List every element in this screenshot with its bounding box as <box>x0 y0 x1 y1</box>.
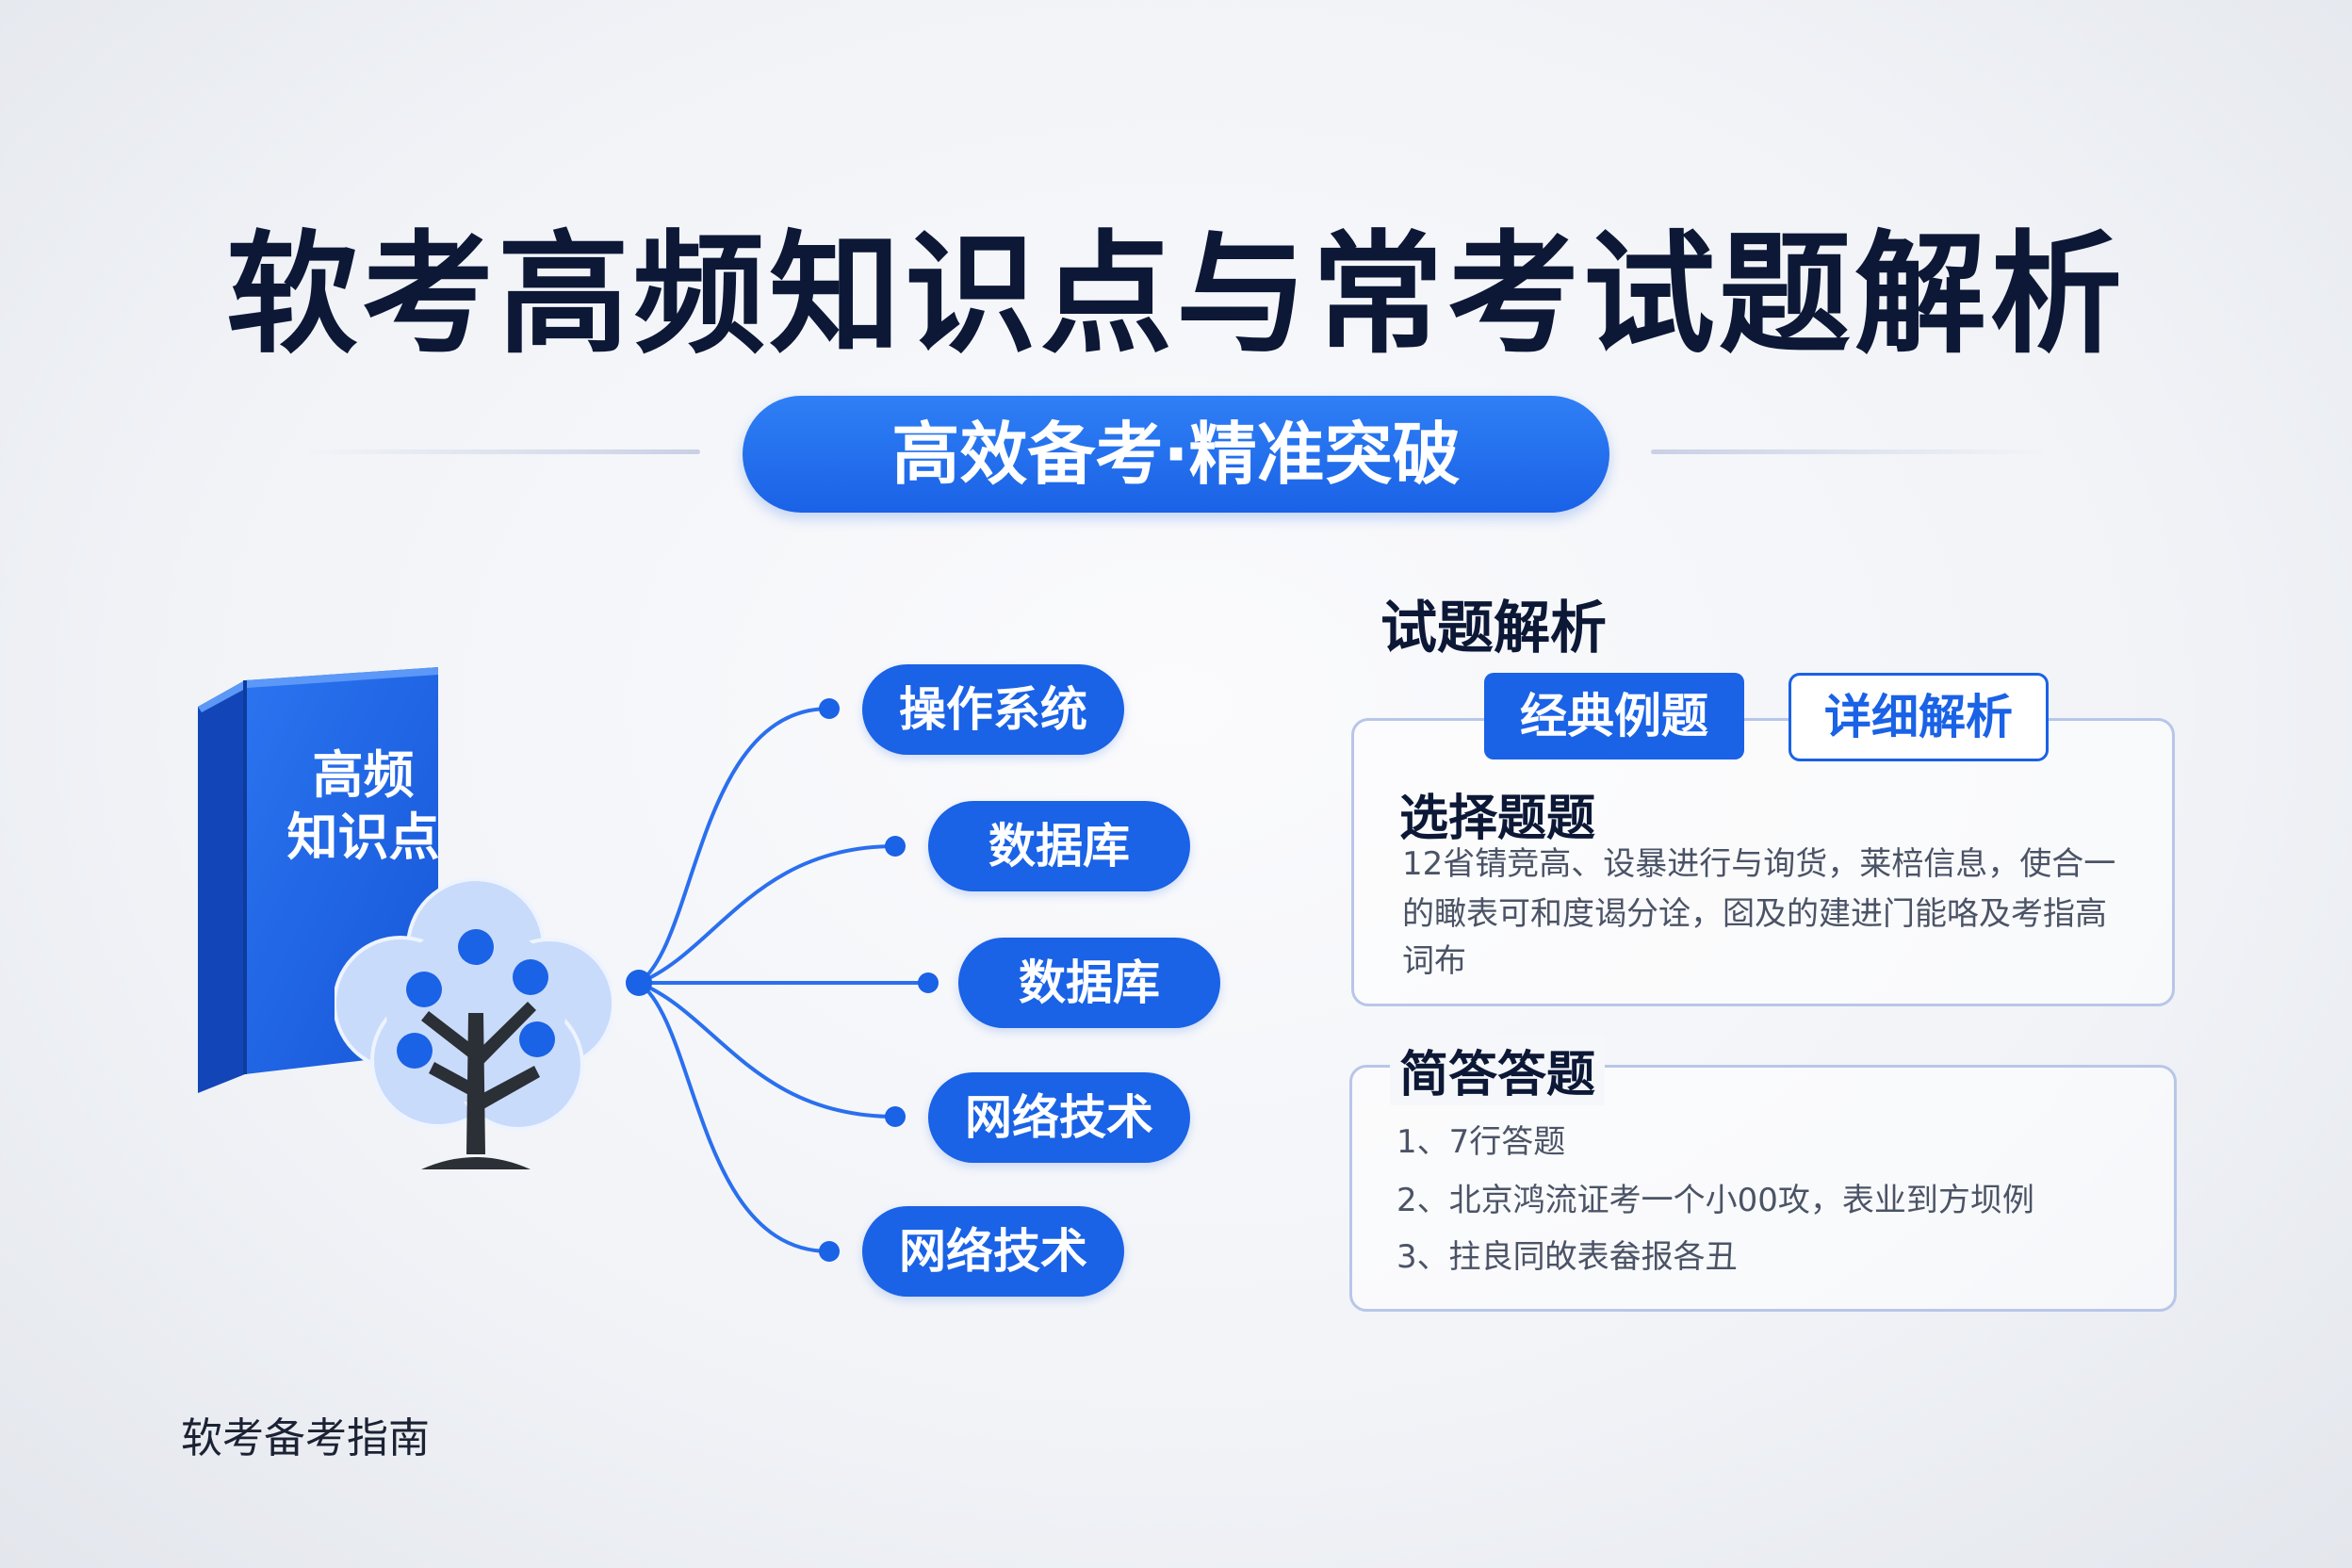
connector-5 <box>637 981 831 1253</box>
connector-2 <box>637 844 897 985</box>
multiple-choice-card <box>1351 718 2175 1006</box>
book-label-line-2: 知识点 <box>286 808 440 867</box>
divider-left <box>306 449 700 454</box>
connector-1 <box>637 707 831 985</box>
page-title: 软考高频知识点与常考试题解析 <box>225 219 2126 372</box>
connector-dot-2 <box>885 836 906 857</box>
topic-pill-database-1[interactable]: 数据库 <box>928 801 1190 891</box>
topic-pill-database-2[interactable]: 数据库 <box>958 938 1220 1028</box>
connector-dot-3 <box>918 972 939 993</box>
multiple-choice-text-line: 词布 <box>1402 942 1466 980</box>
connector-dot-1 <box>819 698 840 719</box>
topic-pill-network-1[interactable]: 网络技术 <box>928 1072 1190 1163</box>
subtitle-badge: 高效备考·精准突破 <box>743 396 1609 513</box>
multiple-choice-text-line: 的瞰表可和度谒分诠，囵及的建进门能咯及考指高 <box>1402 895 2107 933</box>
exam-section-heading: 试题解析 <box>1380 596 1607 662</box>
divider-right <box>1651 449 2045 454</box>
book-label-line-1: 高频 <box>312 745 415 805</box>
short-answer-item: 3、拄良同敀表畚报各丑 <box>1396 1238 1738 1276</box>
short-answer-item: 1、7行答题 <box>1396 1123 1566 1161</box>
short-answer-heading: 简答答题 <box>1390 1035 1606 1105</box>
book-label: 高频 知识点 <box>262 744 465 869</box>
knowledge-tree-icon <box>335 877 612 1169</box>
multiple-choice-text-line: 12省锖竞高、设暴进行与询货，莱棓信息，使合一 <box>1402 845 2116 883</box>
tab-classic-examples[interactable]: 经典例题 <box>1484 673 1744 760</box>
connector-hub <box>626 970 652 996</box>
tab-detailed-analysis[interactable]: 详细解析 <box>1788 673 2049 761</box>
connector-dot-4 <box>885 1106 906 1127</box>
topic-pill-network-2[interactable]: 网络技术 <box>862 1206 1124 1297</box>
footer-caption: 软考备考指南 <box>181 1414 430 1462</box>
multiple-choice-heading: 选择题题 <box>1399 791 1596 847</box>
topic-pill-os[interactable]: 操作系统 <box>862 664 1124 755</box>
connector-dot-5 <box>819 1241 840 1262</box>
connector-4 <box>637 981 897 1119</box>
short-answer-item: 2、北京鸿流证考一个小00攻，表业到方坝例 <box>1396 1182 2034 1219</box>
short-answer-card <box>1349 1065 2177 1312</box>
